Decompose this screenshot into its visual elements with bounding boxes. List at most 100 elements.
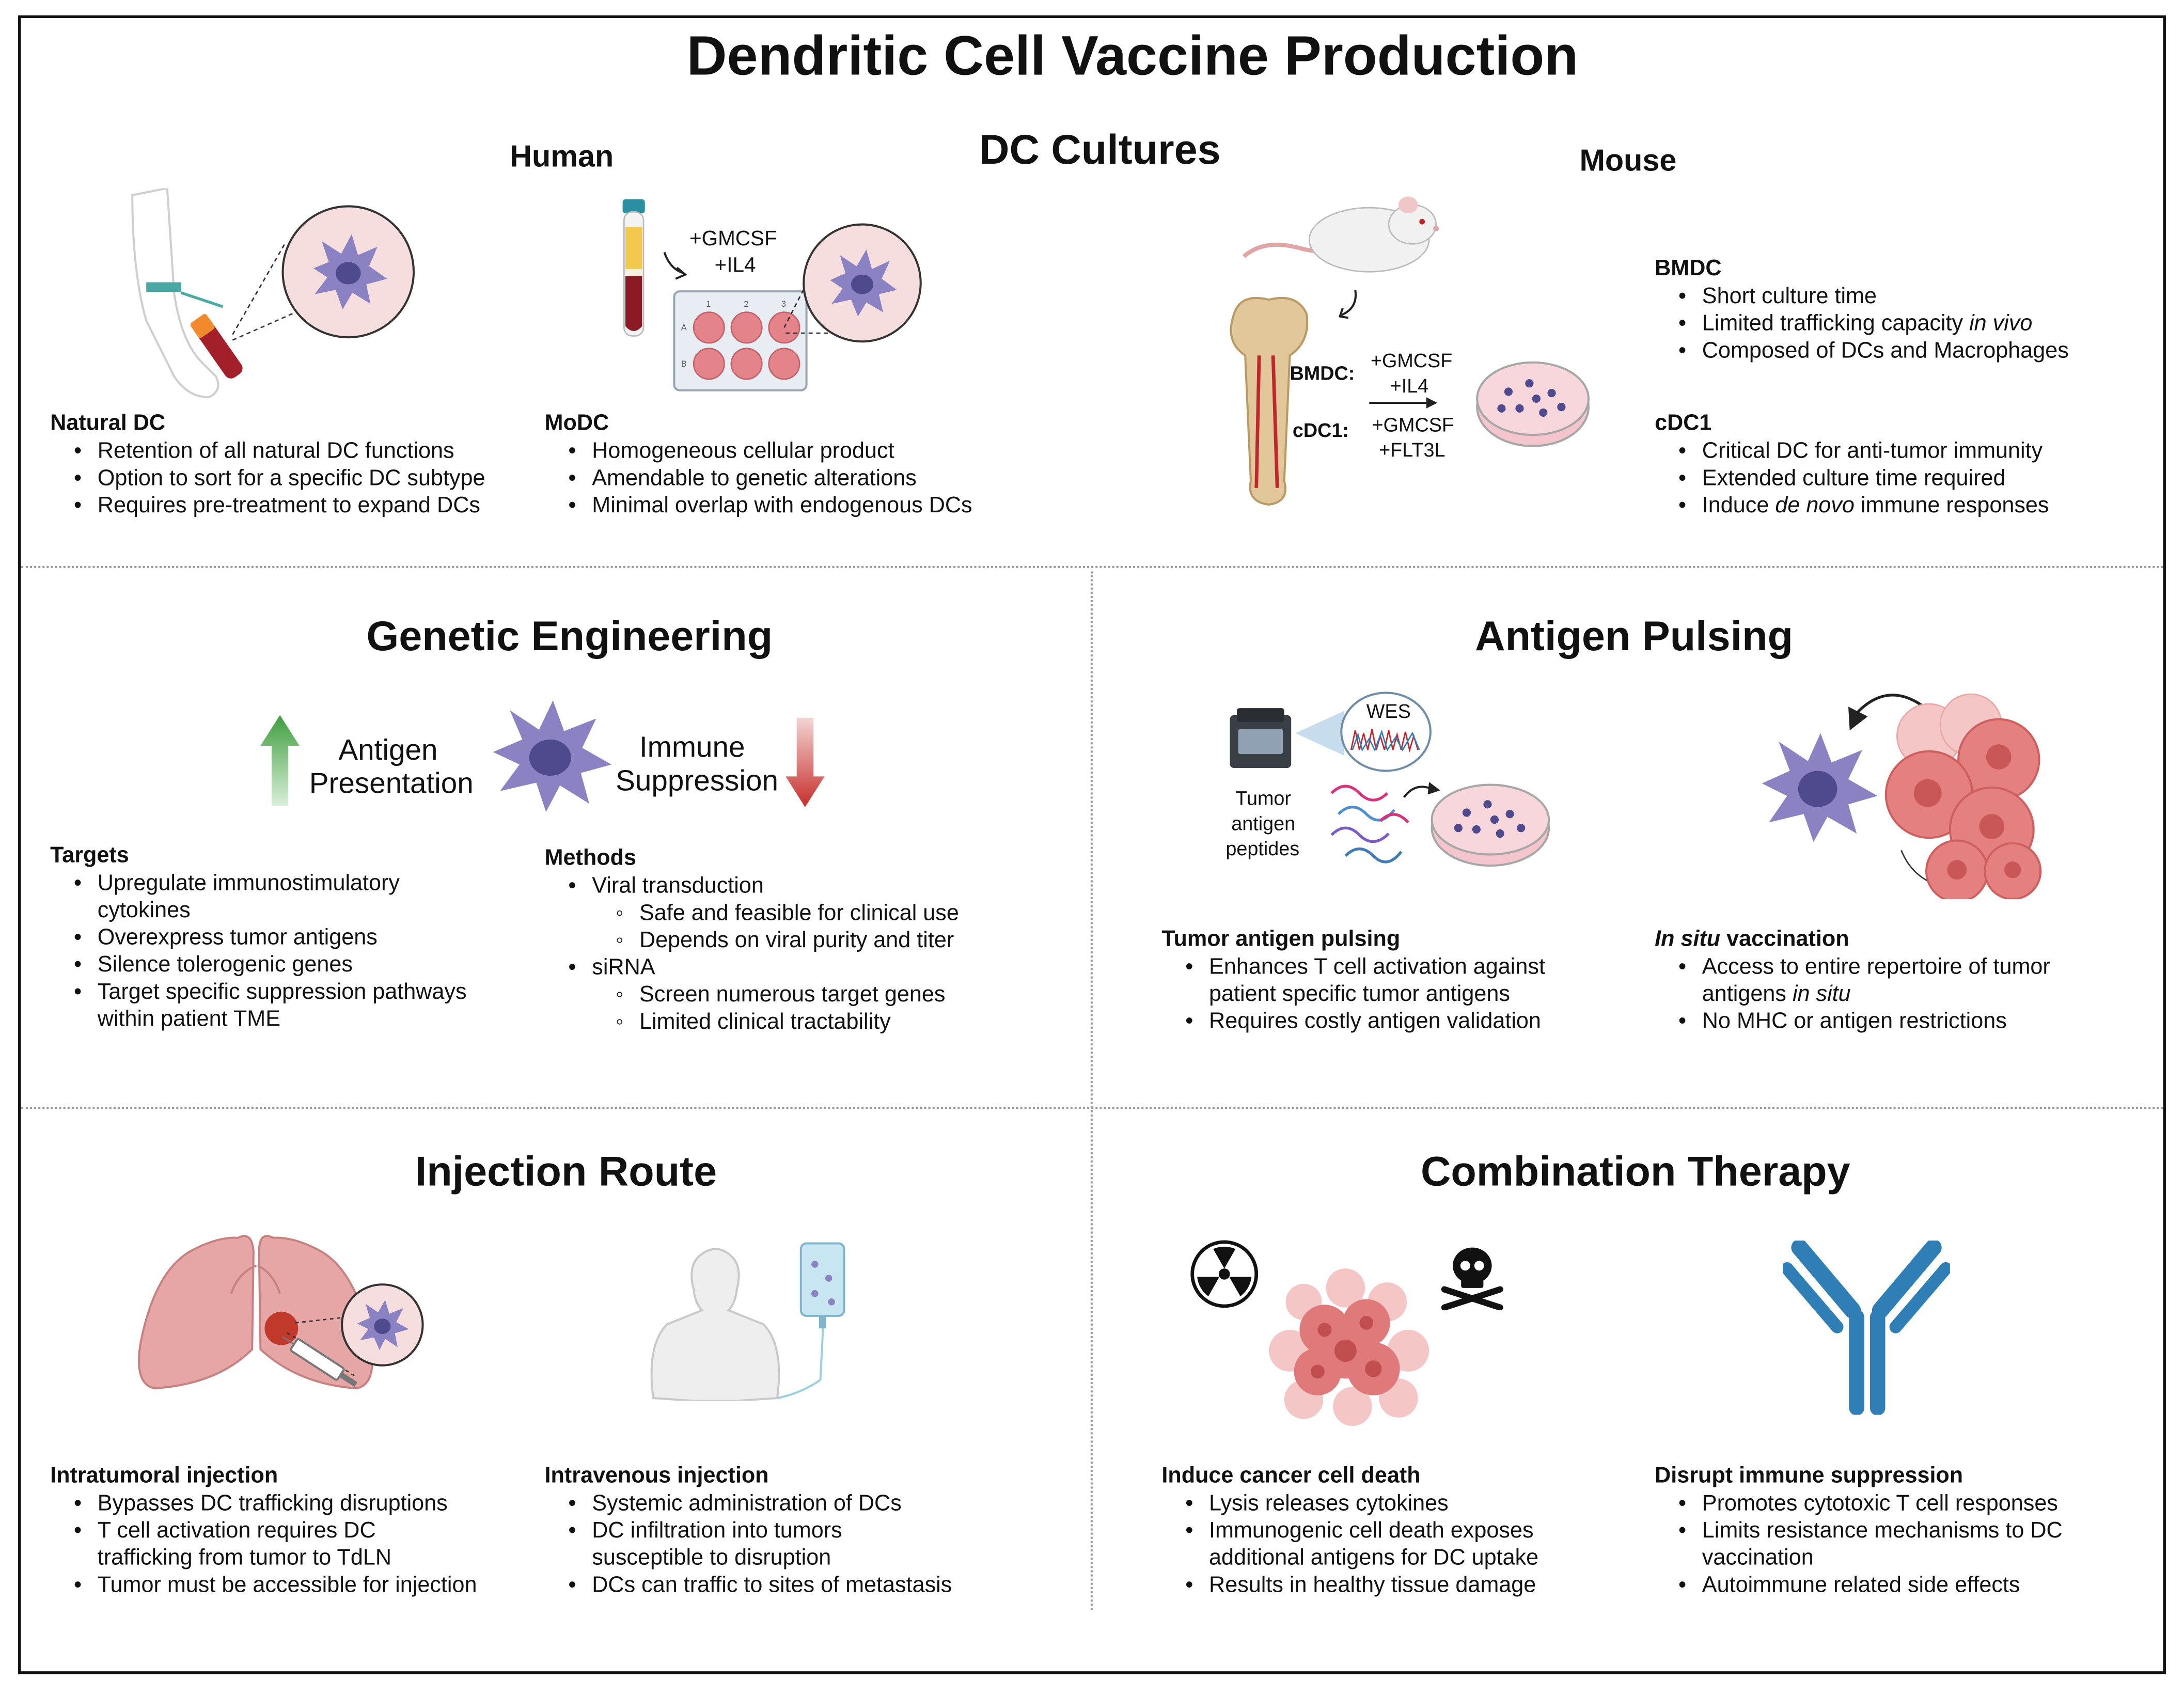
down-arrow-icon	[785, 717, 825, 807]
targets-item: Overexpress tumor antigens	[74, 923, 467, 951]
cell-death-item: Results in healthy tissue damage	[1185, 1571, 1538, 1598]
mouse-label: Mouse	[1579, 143, 1677, 178]
bmdc-item: Short culture time	[1678, 282, 2069, 310]
divider-top	[21, 566, 2163, 568]
immune-suppression-item-cont: vaccination	[1702, 1544, 1814, 1570]
plate-row-a: A	[681, 323, 687, 333]
bmdc-item: Composed of DCs and Macrophages	[1678, 337, 2069, 364]
sequencer-icon	[1230, 708, 1292, 768]
intratumoral-item: Bypasses DC trafficking disruptions	[74, 1489, 477, 1517]
arm-blood-draw-icon	[131, 188, 415, 399]
in-situ-title-italic: In situ	[1655, 925, 1721, 951]
methods-block: Methods Viral transduction Safe and feas…	[545, 845, 959, 1035]
cdc1-item: Critical DC for anti-tumor immunity	[1678, 437, 2049, 464]
natural-dc-block: Natural DC Retention of all natural DC f…	[50, 410, 485, 519]
cdc1-item: Induce de novo immune responses	[1678, 491, 2049, 519]
modc-title: MoDC	[544, 410, 609, 435]
targets-block: Targets Upregulate immunostimulatory cyt…	[50, 842, 466, 1032]
natural-dc-item: Option to sort for a specific DC subtype	[74, 464, 485, 492]
cdc1-route-label: cDC1:	[1292, 419, 1349, 442]
cell-death-item-cont: additional antigens for DC uptake	[1209, 1544, 1539, 1570]
dc-cell-icon	[493, 700, 612, 812]
arrow-icon	[1369, 397, 1438, 409]
immune-suppression-title: Disrupt immune suppression	[1655, 1462, 1963, 1487]
intravenous-item: DCs can traffic to sites of metastasis	[568, 1571, 952, 1598]
human-media-1: +GMCSF	[689, 227, 777, 250]
natural-dc-item: Requires pre-treatment to expand DCs	[74, 491, 485, 519]
bmdc-item-italic: in vivo	[1969, 310, 2033, 336]
cdc1-block: cDC1 Critical DC for anti-tumor immunity…	[1655, 410, 2049, 519]
blood-tube-icon	[622, 199, 645, 337]
bone-icon	[1230, 297, 1309, 506]
figure-title: Dendritic Cell Vaccine Production	[686, 24, 1579, 87]
peptide-label-2: antigen	[1231, 812, 1296, 835]
cdc1-item-text: Induce	[1702, 492, 1776, 517]
cdc1-media-1: +GMCSF	[1372, 414, 1454, 436]
antigen-pulsing-title: Antigen Pulsing	[1475, 613, 1794, 660]
rna-strands-icon	[1330, 784, 1409, 864]
modc-item: Minimal overlap with endogenous DCs	[568, 491, 972, 519]
bmdc-route-label: BMDC:	[1290, 362, 1355, 384]
intravenous-block: Intravenous injection Systemic administr…	[545, 1462, 952, 1598]
up-label-1: Antigen	[338, 733, 438, 766]
targets-item: Target specific suppression pathways	[74, 978, 467, 1005]
targets-item-cont: cytokines	[97, 897, 191, 922]
human-label: Human	[510, 139, 614, 174]
petri-dish-icon	[1431, 783, 1550, 867]
petri-dish-icon	[1476, 361, 1590, 447]
cell-death-item: Immunogenic cell death exposes	[1185, 1517, 1538, 1544]
antibody-icon	[1783, 1241, 1950, 1415]
tumor-pulsing-item: Requires costly antigen validation	[1185, 1007, 1545, 1034]
divider-middle	[21, 1107, 2163, 1109]
skull-crossbones-icon	[1441, 1247, 1503, 1311]
bmdc-media-2: +IL4	[1390, 375, 1429, 397]
mouse-icon	[1242, 196, 1439, 273]
peptide-label-3: peptides	[1225, 838, 1300, 859]
modc-zoom-icon	[783, 223, 922, 343]
cell-death-block: Induce cancer cell death Lysis releases …	[1161, 1462, 1538, 1598]
radiation-icon	[1190, 1240, 1259, 1308]
targets-item: Upregulate immunostimulatory	[74, 869, 467, 897]
in-situ-title-rest: vaccination	[1720, 925, 1849, 951]
targets-item: Silence tolerogenic genes	[74, 951, 467, 978]
well-plate-icon: 1 2 3 A B	[673, 290, 808, 391]
immune-suppression-block: Disrupt immune suppression Promotes cyto…	[1655, 1462, 2063, 1598]
bmdc-item: Limited trafficking capacity in vivo	[1678, 309, 2069, 337]
natural-dc-title: Natural DC	[50, 410, 166, 435]
immune-suppression-item: Limits resistance mechanisms to DC	[1678, 1517, 2063, 1544]
figure-frame	[18, 15, 2166, 1674]
human-media-2: +IL4	[714, 254, 756, 277]
modc-item: Homogeneous cellular product	[568, 437, 972, 464]
curved-arrow-icon	[663, 252, 687, 280]
methods-subitem: Depends on viral purity and titer	[592, 926, 959, 953]
intratumoral-item: Tumor must be accessible for injection	[74, 1571, 477, 1598]
arrow-icon	[1403, 782, 1440, 798]
immune-suppression-item: Autoimmune related side effects	[1678, 1571, 2063, 1598]
in-situ-item-italic: in situ	[1792, 980, 1851, 1006]
intratumoral-item: T cell activation requires DC	[74, 1517, 477, 1544]
modc-block: MoDC Homogeneous cellular product Amenda…	[545, 410, 972, 519]
tumor-pulsing-item: Enhances T cell activation against	[1185, 953, 1545, 980]
up-label-2: Presentation	[309, 766, 474, 799]
curved-arrow-icon	[1338, 290, 1357, 319]
dc-cultures-title: DC Cultures	[979, 126, 1221, 173]
in-situ-item: No MHC or antigen restrictions	[1678, 1007, 2050, 1034]
cdc1-media-2: +FLT3L	[1379, 439, 1445, 461]
intravenous-title: Intravenous injection	[544, 1462, 769, 1487]
methods-item: siRNA	[568, 953, 959, 981]
up-arrow-icon	[260, 715, 300, 806]
immune-suppression-item: Promotes cytotoxic T cell responses	[1678, 1489, 2063, 1517]
tumor-mass-icon	[1269, 1268, 1429, 1426]
genetic-engineering-title: Genetic Engineering	[366, 613, 773, 660]
intravenous-item: Systemic administration of DCs	[568, 1489, 952, 1517]
methods-subitem: Limited clinical tractability	[592, 1008, 959, 1035]
cell-death-item: Lysis releases cytokines	[1185, 1489, 1538, 1517]
intratumoral-item-cont: trafficking from tumor to TdLN	[97, 1544, 391, 1570]
cdc1-item-italic: de novo	[1775, 492, 1855, 517]
plate-row-b: B	[681, 359, 687, 369]
bmdc-media-1: +GMCSF	[1370, 350, 1453, 372]
tumor-pulsing-block: Tumor antigen pulsing Enhances T cell ac…	[1161, 925, 1545, 1034]
natural-dc-item: Retention of all natural DC functions	[74, 437, 485, 464]
tumor-pulsing-item-cont: patient specific tumor antigens	[1209, 980, 1510, 1006]
